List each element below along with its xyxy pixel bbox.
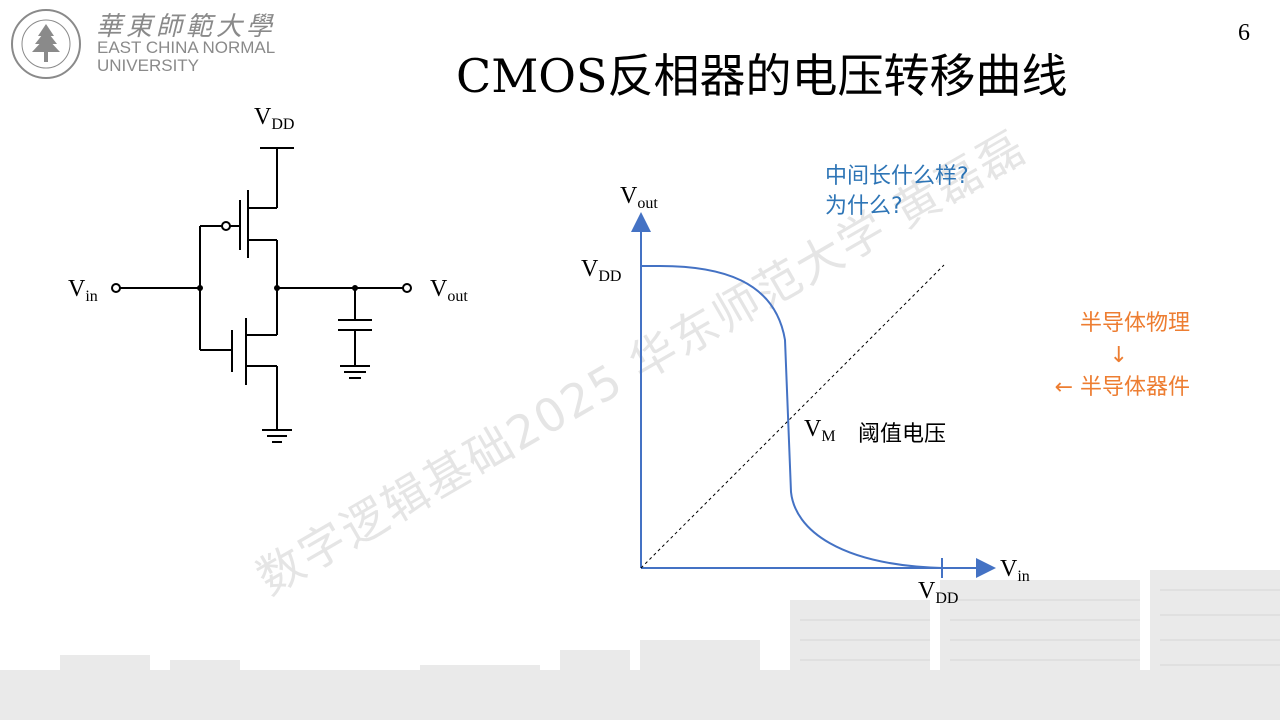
vdd-label-circuit: VDD [254, 104, 295, 133]
question-line-2: 为什么? [825, 194, 903, 219]
vdd-x-tick-label: VDD [918, 578, 959, 607]
physics-line-1: 半导体物理 [1079, 311, 1190, 336]
vout-label-circuit: Vout [430, 276, 468, 305]
slide-title: CMOS反相器的电压转移曲线 [456, 49, 1068, 103]
university-seal-logo [11, 9, 81, 79]
vm-label: VM [804, 416, 836, 445]
vdd-y-tick-label: VDD [581, 256, 622, 285]
physics-annotation: 半导体物理 ↓ ← 半导体器件 [1020, 308, 1190, 404]
question-line-1: 中间长什么样? [825, 164, 969, 189]
vin-label-circuit: Vin [68, 276, 98, 305]
campus-buildings-background [0, 570, 1280, 720]
vin-axis-label: Vin [1000, 556, 1030, 585]
physics-down-arrow: ↓ [1109, 343, 1128, 368]
physics-line-2: ← 半导体器件 [1054, 375, 1190, 400]
university-name-en-line2: UNIVERSITY [97, 56, 200, 75]
page-number: 6 [1238, 20, 1250, 46]
vout-axis-label: Vout [620, 183, 658, 212]
transfer-curve [659, 265, 943, 569]
university-name-en-line1: EAST CHINA NORMAL [97, 38, 276, 57]
question-annotation: 中间长什么样? 为什么? [825, 162, 969, 222]
university-name-cn: 華東師範大學 [96, 12, 277, 42]
threshold-voltage-label: 阈值电压 [858, 422, 947, 447]
